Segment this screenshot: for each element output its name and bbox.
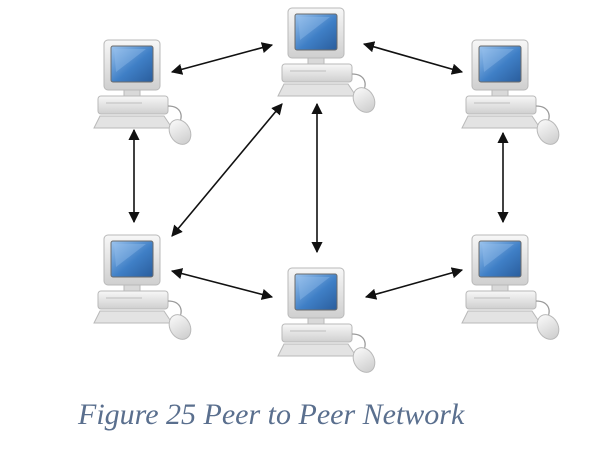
monitor-screen [478,240,522,278]
mouse [536,314,560,340]
monitor-stand [307,57,325,65]
screen-glare [298,17,330,40]
screen-glare [482,49,514,72]
monitor-screen [110,240,154,278]
screen-glare [114,49,146,72]
desktop-computer-icon-top-left [93,39,192,145]
monitor-stand [123,284,141,292]
computer-case [465,95,537,115]
bidirectional-arrow-top-left-to-top-center [170,42,274,75]
screen-glare [114,244,146,267]
screen-glare [298,277,330,300]
mouse [352,87,376,113]
monitor-screen [110,45,154,83]
computer-case [281,323,353,343]
monitor-stand [491,89,509,97]
keyboard [277,343,357,357]
monitor-stand [491,284,509,292]
desktop-computer-icon-bottom-left [93,234,192,340]
keyboard [461,115,541,129]
keyboard [93,115,173,129]
monitor-screen [478,45,522,83]
monitor-stand [123,89,141,97]
keyboard [277,83,357,97]
bidirectional-arrow-top-center-to-bottom-left [171,103,283,237]
computer-case [97,290,169,310]
desktop-computer-icon-bottom-right [461,234,560,340]
monitor-screen [294,13,338,51]
keyboard [93,310,173,324]
screen-glare [482,244,514,267]
mouse [536,119,560,145]
bidirectional-arrow-bottom-center-to-bottom-right [364,267,464,300]
computers [93,7,560,373]
mouse [168,119,192,145]
computer-case [97,95,169,115]
mouse [168,314,192,340]
connection-arrows [128,41,509,300]
bidirectional-arrow-bottom-left-to-bottom-center [170,268,274,300]
keyboard [461,310,541,324]
computer-case [465,290,537,310]
monitor-screen [294,273,338,311]
desktop-computer-icon-top-center [277,7,376,113]
desktop-computer-icon-top-right [461,39,560,145]
peer-to-peer-network-diagram [93,7,560,373]
computer-case [281,63,353,83]
monitor-stand [307,317,325,325]
figure-caption: Figure 25 Peer to Peer Network [78,398,465,431]
mouse [352,347,376,373]
desktop-computer-icon-bottom-center [277,267,376,373]
bidirectional-arrow-top-center-to-top-right [362,41,464,75]
